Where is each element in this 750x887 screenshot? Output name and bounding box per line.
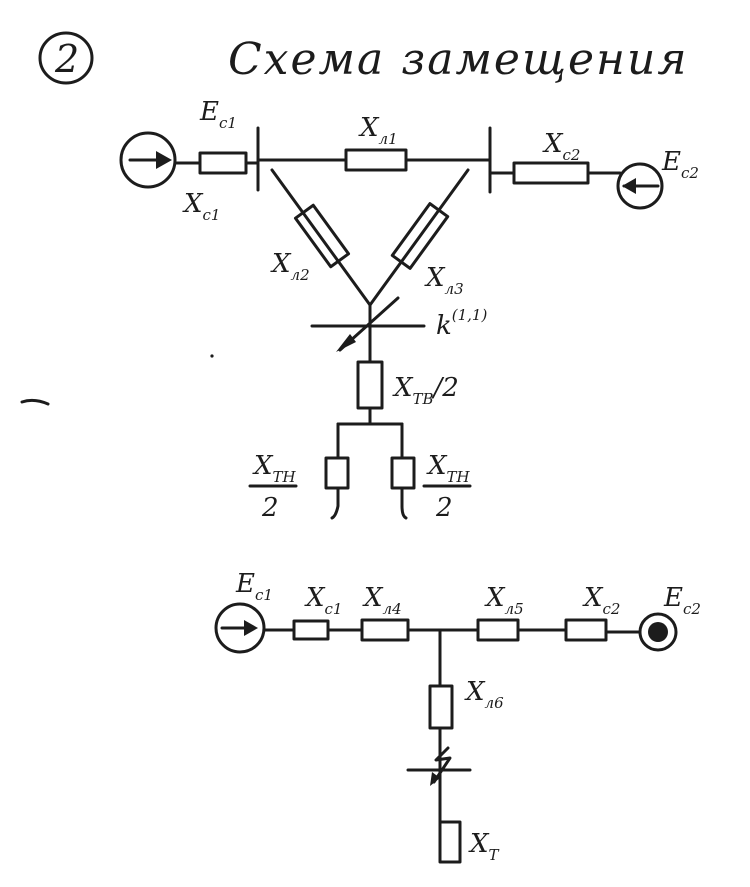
header: 2 Схема замещения: [38, 31, 689, 85]
label-xc1: Xc1: [182, 189, 220, 224]
label-xt: XT: [468, 829, 500, 864]
resistor-xc2: [564, 618, 608, 642]
svg-text:2: 2: [435, 493, 453, 523]
resistor-xl6: [428, 684, 454, 730]
source-ec2-icon: [616, 162, 664, 210]
label-fault-k: k(1,1): [436, 306, 487, 341]
label-xl4: Xл4: [362, 583, 402, 618]
source-ec1-icon: [119, 131, 177, 189]
wire: [330, 486, 340, 520]
svg-text:2: 2: [261, 493, 279, 523]
label-xtv: XTB/2: [392, 373, 459, 408]
label-xl3: Xл3: [424, 263, 464, 298]
label-xc2-2: Xc2: [582, 583, 620, 618]
label-ec1: Ec1: [199, 97, 237, 132]
label-ec1-2: Ec1: [235, 569, 273, 604]
label-xc1-2: Xc1: [304, 583, 342, 618]
svg-text:XTH: XTH: [252, 451, 297, 486]
resistor-xc2: [512, 161, 590, 185]
source-ec1-icon: [214, 602, 266, 654]
stray-mark: [20, 398, 50, 406]
label-ec2-2: Ec2: [663, 583, 701, 618]
label-xl2: Xл2: [270, 249, 310, 284]
sheet-number: 2: [54, 37, 79, 81]
resistor-xtn-left: [324, 456, 350, 490]
resistor-xt: [438, 820, 462, 864]
resistor-xl1: [344, 148, 408, 172]
label-xtn-left: XTH 2: [248, 451, 298, 523]
fault-arrow-icon: [430, 746, 452, 786]
label-xtn-right: XTH 2: [422, 451, 472, 523]
svg-text:XTH: XTH: [426, 451, 471, 486]
scheme-1: Ec1 Xc1 Xл1 Xc2 Ec2 Xл2 Xл3 k(1,1) XTB/2…: [119, 97, 699, 523]
label-xl6: Xл6: [464, 677, 504, 712]
resistor-xc1: [198, 151, 248, 175]
wire: [400, 486, 408, 520]
label-xl1: Xл1: [358, 113, 398, 148]
label-ec2: Ec2: [661, 147, 699, 182]
source-ec2-icon: [638, 612, 678, 652]
resistor-xl5: [476, 618, 520, 642]
wire: [368, 168, 470, 307]
resistor-xl4: [360, 618, 410, 642]
label-xc2: Xc2: [542, 129, 580, 164]
page-title: Схема замещения: [228, 34, 689, 85]
resistor-xl3: [390, 202, 450, 270]
resistor-xl2: [293, 203, 351, 269]
wire: [270, 168, 372, 307]
fault-arrow-icon: [336, 296, 400, 352]
resistor-xtn-right: [390, 456, 416, 490]
label-xl5: Xл5: [484, 583, 524, 618]
resistor-xtv: [356, 360, 384, 410]
stray-dot: [210, 354, 214, 358]
resistor-xc1: [292, 619, 330, 641]
scheme-2: Ec1 Xc1 Xл4 Xл5 Xc2 Ec2 Xл6 XT: [214, 569, 701, 864]
number-circle: [38, 31, 94, 85]
